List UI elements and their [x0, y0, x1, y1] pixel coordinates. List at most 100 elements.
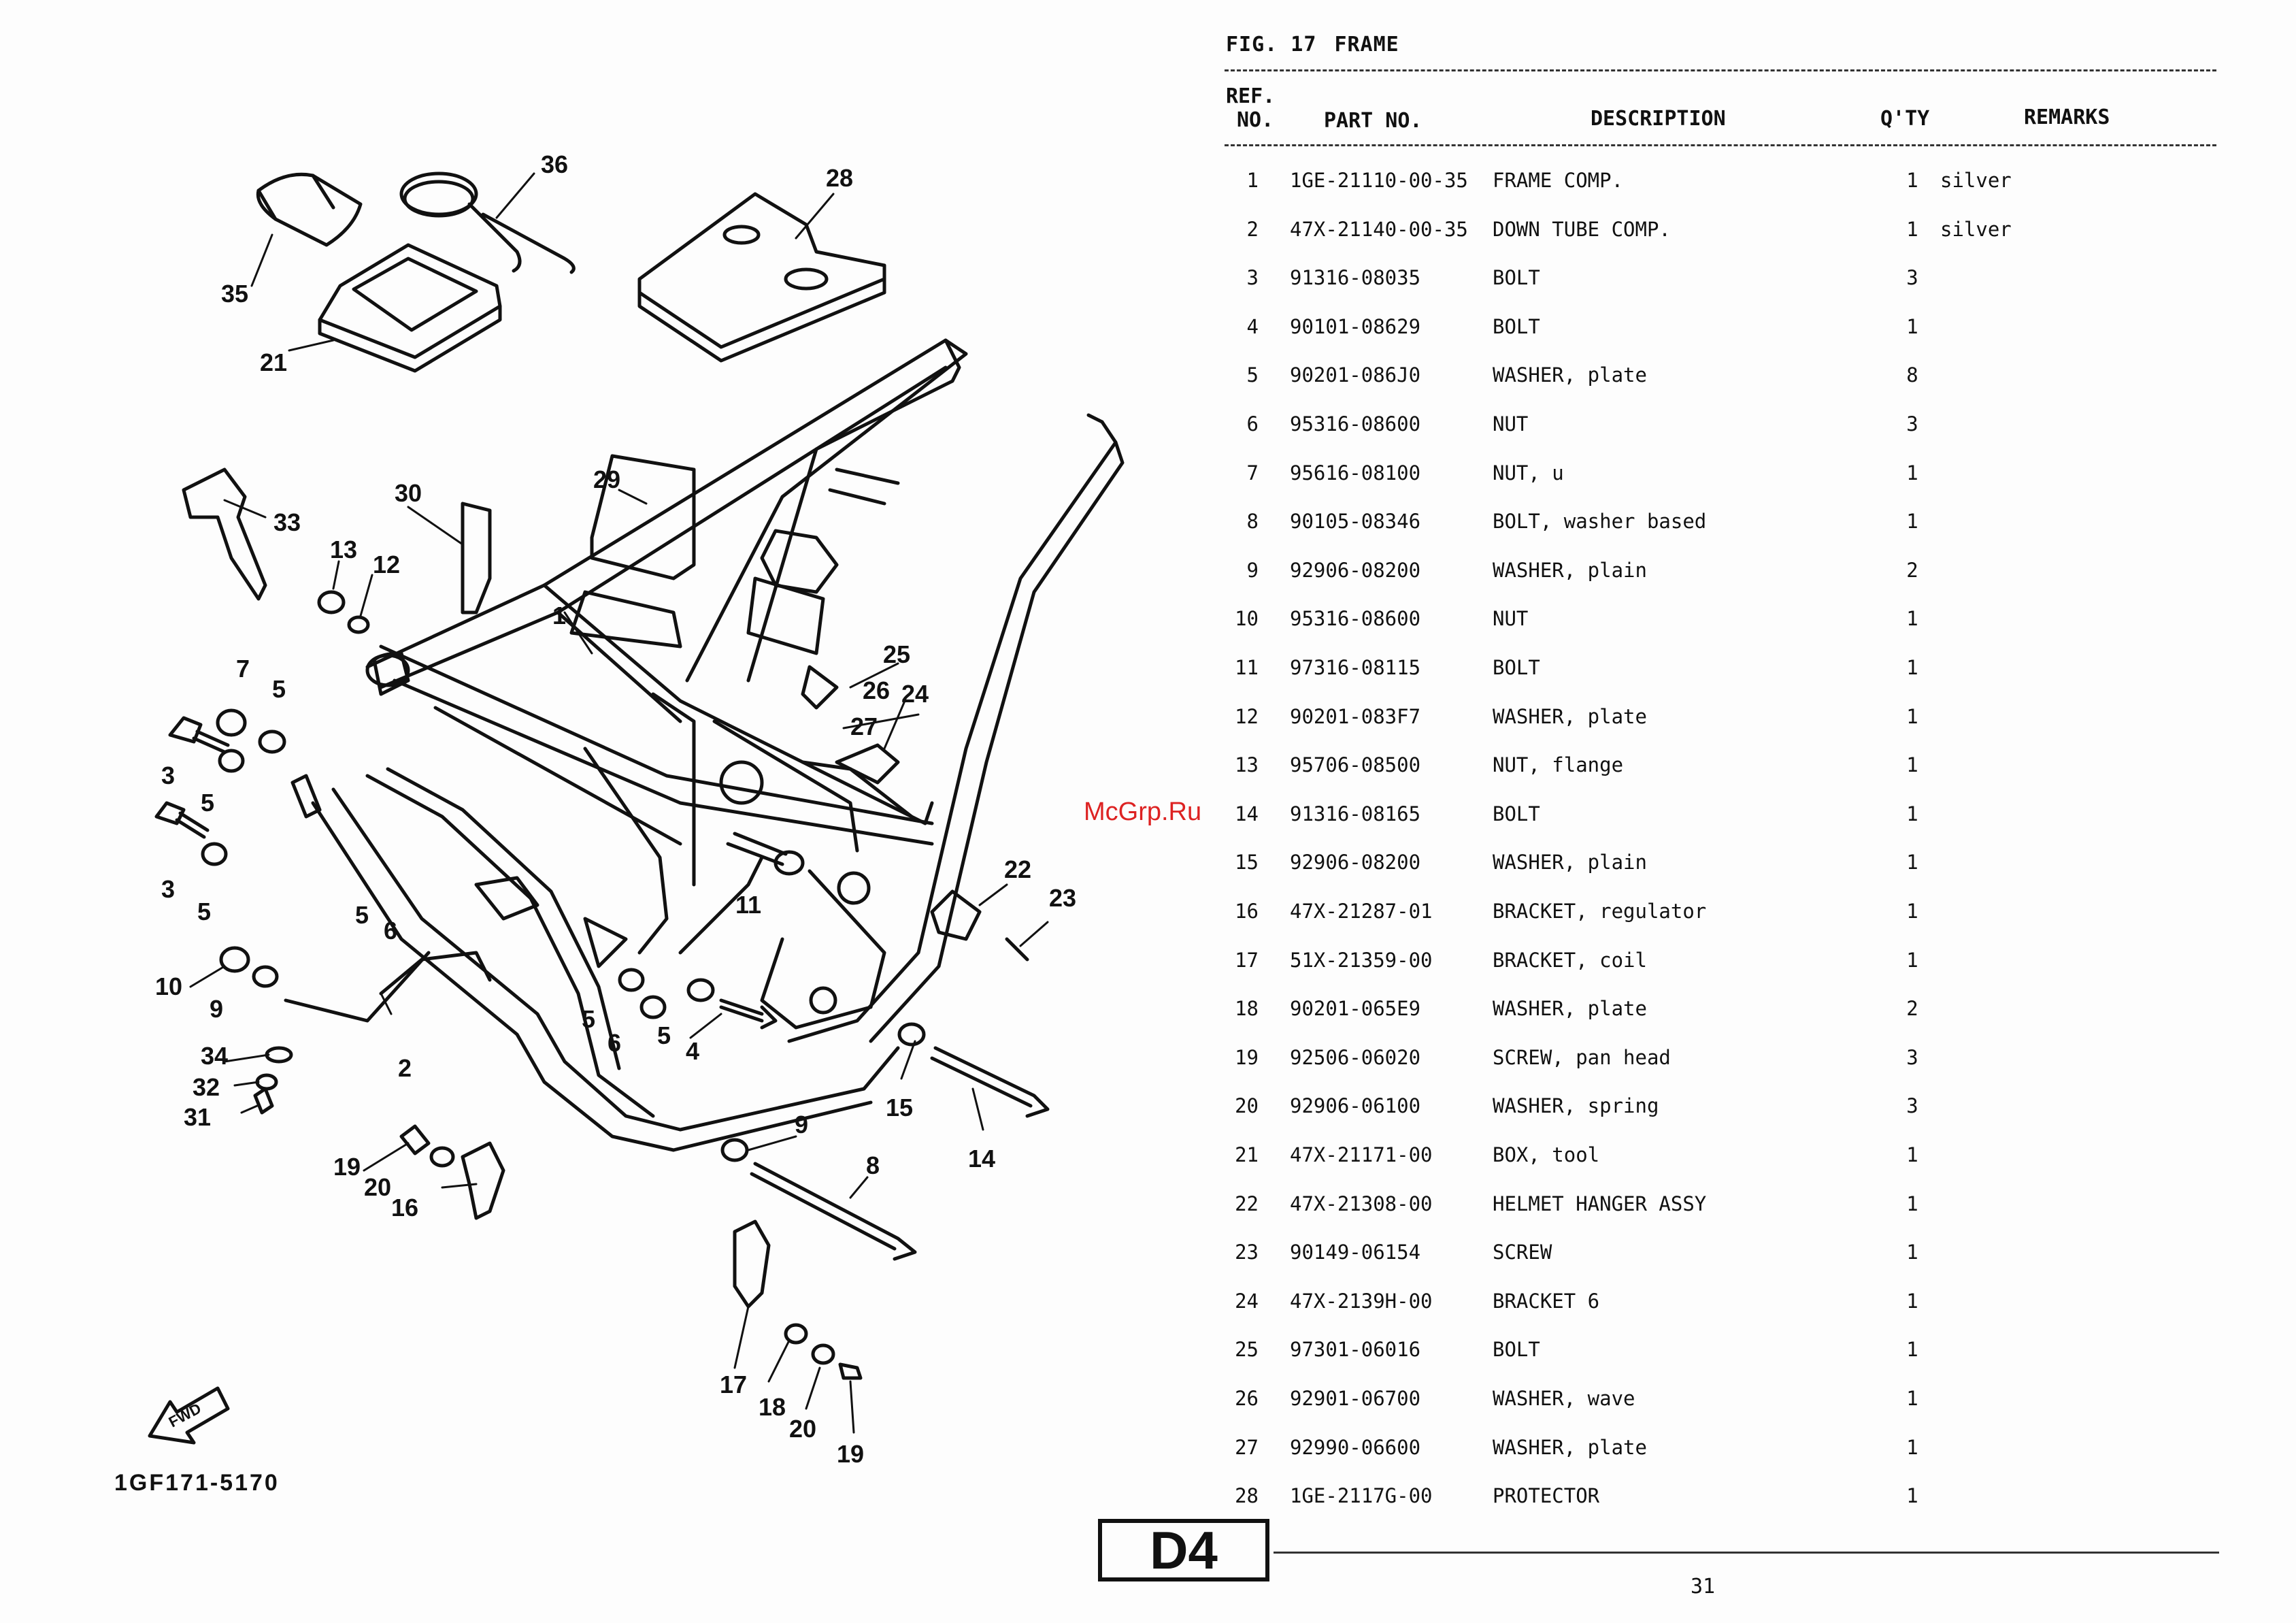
ref-cell: 8: [1246, 510, 1259, 534]
callout-5: 5: [271, 675, 286, 703]
qty-cell: 1: [1906, 753, 1918, 777]
frame-line-art: [148, 171, 1125, 1445]
callout-12: 12: [372, 551, 401, 578]
description-cell: NUT, flange: [1493, 753, 1624, 777]
ref-cell: 2: [1246, 217, 1259, 241]
ref-cell: 20: [1235, 1094, 1259, 1118]
part-no-cell: 92901-06700: [1290, 1387, 1421, 1410]
table-row: 20 92906-06100 WASHER, spring 3: [1218, 1094, 2225, 1135]
remarks-cell: silver: [1940, 217, 2012, 241]
main-frame-drawing: [365, 338, 1125, 1043]
callout-3: 3: [161, 761, 176, 789]
rule-header: [1225, 144, 2216, 146]
callout-7: 7: [235, 655, 250, 683]
ref-cell: 9: [1246, 558, 1259, 582]
part-no-cell: 47X-21287-01: [1290, 900, 1433, 923]
qty-cell: 8: [1906, 363, 1918, 387]
callout-9: 9: [794, 1111, 809, 1138]
callout-22: 22: [1003, 855, 1032, 883]
description-cell: NUT: [1493, 607, 1529, 631]
description-cell: WASHER, plain: [1493, 851, 1647, 874]
callout-5: 5: [200, 789, 215, 817]
description-cell: WASHER, spring: [1493, 1094, 1659, 1118]
col-head-ref-line2: NO.: [1237, 108, 1274, 132]
qty-cell: 1: [1906, 314, 1918, 338]
callout-5: 5: [581, 1005, 596, 1033]
description-cell: BOX, tool: [1493, 1143, 1600, 1166]
part-no-cell: 92506-06020: [1290, 1045, 1421, 1069]
callout-14: 14: [967, 1145, 996, 1173]
callout-13: 13: [329, 536, 358, 563]
description-cell: FRAME COMP.: [1493, 169, 1624, 192]
ref-cell: 6: [1246, 412, 1259, 436]
col-head-qty: Q'TY: [1880, 107, 1930, 131]
callout-31: 31: [183, 1103, 212, 1131]
part-no-cell: 90201-086J0: [1290, 363, 1421, 387]
part-no-cell: 92906-08200: [1290, 851, 1421, 874]
ref-cell: 1: [1246, 169, 1259, 192]
part-no-cell: 97316-08115: [1290, 656, 1421, 679]
description-cell: BOLT: [1493, 266, 1540, 290]
part-no-cell: 95706-08500: [1290, 753, 1421, 777]
qty-cell: 1: [1906, 169, 1918, 192]
description-cell: BRACKET, regulator: [1493, 900, 1707, 923]
description-cell: BRACKET, coil: [1493, 948, 1647, 972]
description-cell: BOLT: [1493, 802, 1540, 825]
ref-cell: 16: [1235, 900, 1259, 923]
callout-34: 34: [200, 1042, 229, 1070]
exploded-frame-diagram: 35 36 28 21 33 30 29 13 12 1 25 26 24 27…: [114, 152, 1125, 1496]
callout-6: 6: [607, 1029, 622, 1057]
callout-27: 27: [850, 712, 878, 740]
qty-cell: 3: [1906, 1094, 1918, 1118]
qty-cell: 1: [1906, 510, 1918, 534]
callout-20: 20: [788, 1415, 817, 1443]
part-no-cell: 51X-21359-00: [1290, 948, 1433, 972]
callout-23: 23: [1048, 884, 1077, 912]
ref-cell: 18: [1235, 997, 1259, 1021]
ref-cell: 27: [1235, 1435, 1259, 1459]
qty-cell: 1: [1906, 1387, 1918, 1410]
protector-drawing: [637, 192, 886, 363]
ref-cell: 26: [1235, 1387, 1259, 1410]
description-cell: WASHER, wave: [1493, 1387, 1635, 1410]
ref-cell: 25: [1235, 1338, 1259, 1362]
ref-cell: 28: [1235, 1484, 1259, 1508]
qty-cell: 2: [1906, 997, 1918, 1021]
callout-5: 5: [656, 1021, 671, 1049]
ref-cell: 11: [1235, 656, 1259, 679]
figure-name: FRAME: [1334, 33, 1399, 56]
qty-cell: 1: [1906, 1143, 1918, 1166]
watermark: McGrp.Ru: [1084, 798, 1202, 826]
part-no-cell: 91316-08165: [1290, 802, 1421, 825]
description-cell: BRACKET 6: [1493, 1289, 1600, 1313]
part-no-cell: 92906-06100: [1290, 1094, 1421, 1118]
part-no-cell: 1GE-21110-00-35: [1290, 169, 1468, 192]
ref-cell: 14: [1235, 802, 1259, 825]
qty-cell: 1: [1906, 217, 1918, 241]
ref-cell: 22: [1235, 1192, 1259, 1215]
qty-cell: 1: [1906, 1289, 1918, 1313]
callout-29: 29: [593, 465, 621, 493]
qty-cell: 1: [1906, 1192, 1918, 1215]
part-no-cell: 91316-08035: [1290, 266, 1421, 290]
fwd-arrow-drawing: [148, 1386, 230, 1445]
part-no-cell: 97301-06016: [1290, 1338, 1421, 1362]
qty-cell: 1: [1906, 1338, 1918, 1362]
tool-box-drawing: [318, 243, 502, 373]
callout-16: 16: [390, 1194, 419, 1222]
part-no-cell: 47X-21308-00: [1290, 1192, 1433, 1215]
callout-17: 17: [719, 1371, 748, 1398]
ref-cell: 12: [1235, 704, 1259, 728]
callout-26: 26: [862, 676, 891, 704]
